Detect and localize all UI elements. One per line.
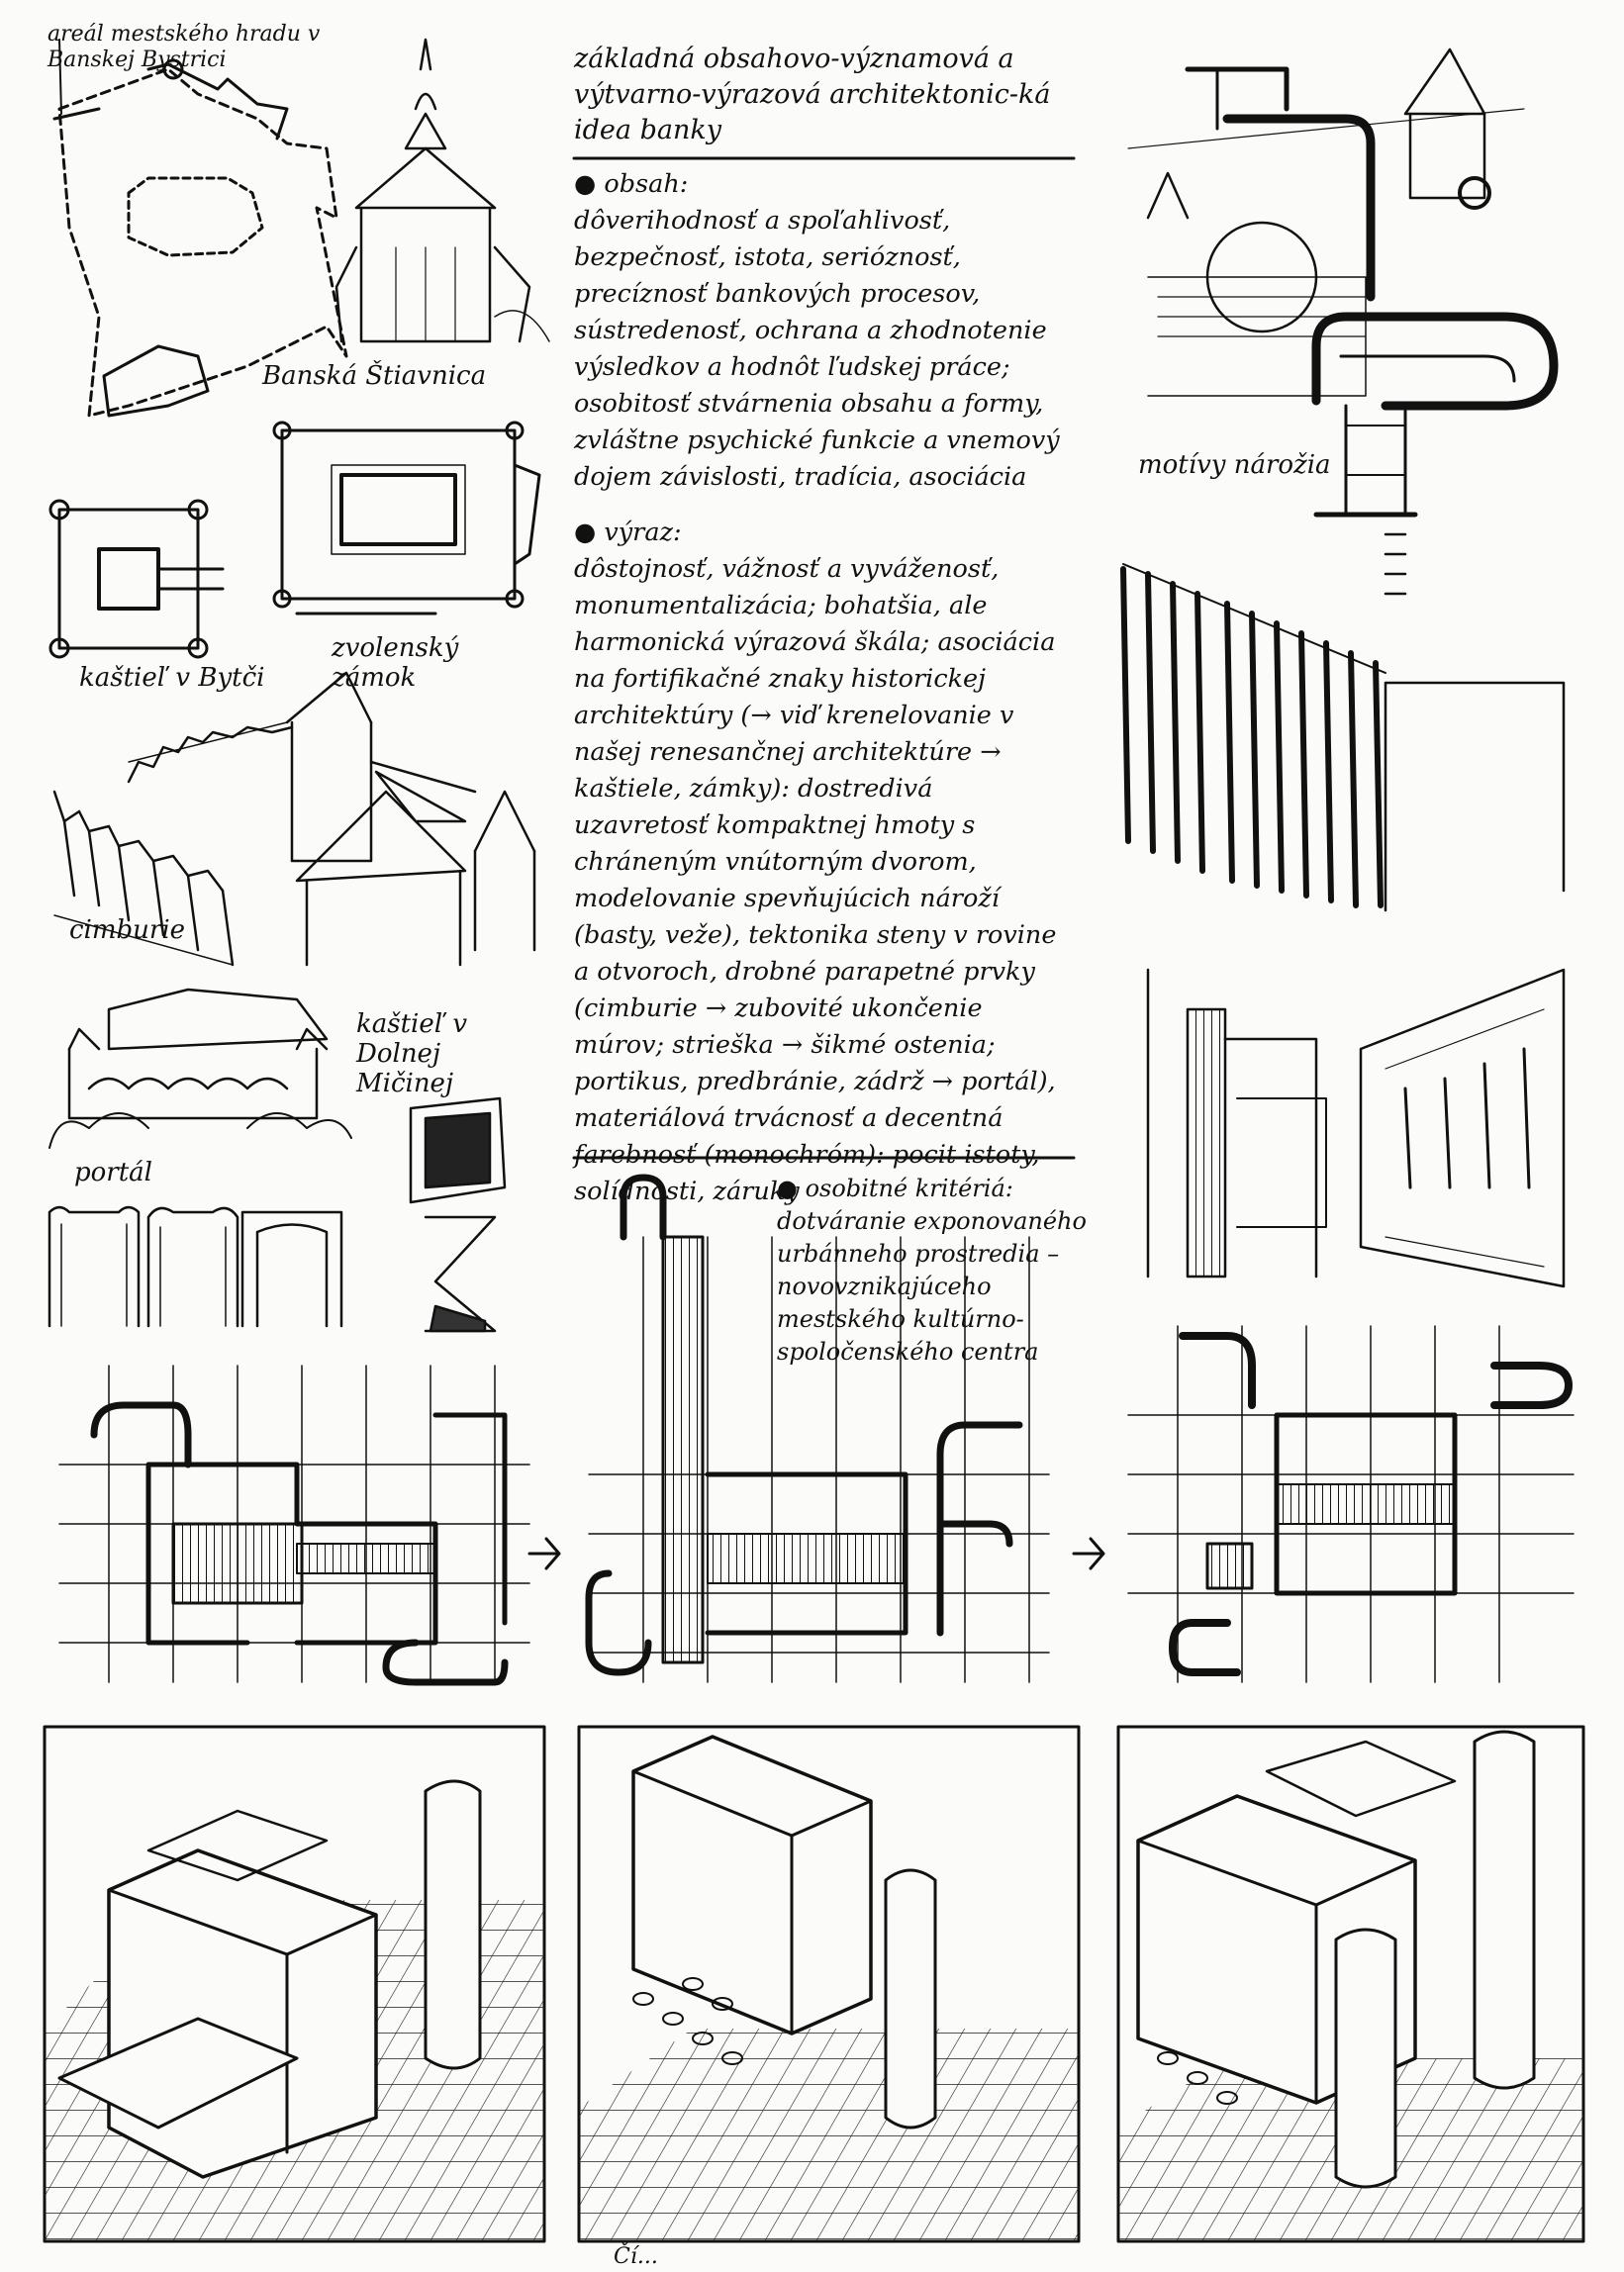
label-kastiel-bytca: kaštieľ v Bytči [79, 663, 265, 693]
axonometric-3 [1116, 1725, 1585, 2243]
zvolen-castle-view [128, 671, 536, 967]
axonometric-1 [43, 1725, 546, 2243]
criteria-section: ● osobitné kritériá: dotváranie exponova… [777, 1173, 1103, 1369]
obsah-title: obsah: [604, 169, 689, 199]
criteria-title: osobitné kritériá: [805, 1175, 1013, 1202]
bullet-icon: ● [574, 169, 605, 199]
obsah-section: ● obsah: dôverihodnosť a spoľahlivosť, b… [574, 166, 1074, 496]
arrow-2 [1072, 1537, 1105, 1570]
label-zvolensky-zamok: zvolenský zámok [332, 633, 459, 693]
criteria-body: dotváranie exponovaného urbánneho prostr… [777, 1207, 1087, 1366]
label-banska-stiavnica: Banská Štiavnica [262, 361, 487, 391]
castle-area-plan [52, 39, 348, 418]
plan-variant-1 [58, 1365, 530, 1686]
tower-sketch [334, 38, 550, 343]
hourglass-sketch [409, 1096, 507, 1333]
corner-motifs-sketch [1127, 47, 1559, 596]
arrow-1 [527, 1537, 561, 1570]
plan-variant-3 [1127, 1325, 1575, 1683]
bullet-icon: ● [574, 518, 605, 547]
label-kastiel-micina: kaštieľ v Dolnej Mičinej [356, 1009, 468, 1098]
main-heading: základná obsahovo-významová a výtvarno-v… [574, 44, 1051, 145]
bytca-plan [48, 499, 225, 659]
obsah-body: dôverihodnosť a spoľahlivosť, bezpečnosť… [574, 206, 1060, 492]
vyraz-section: ● výraz: dôstojnosť, vážnosť a vyváženos… [574, 515, 1074, 1210]
facade-section-sketch [1146, 968, 1566, 1288]
label-portal: portál [74, 1158, 152, 1187]
zvolen-plan [272, 421, 541, 615]
portal-sketches [48, 1205, 343, 1328]
plan-variant-2 [585, 1174, 1050, 1683]
label-motivy-naroza: motívy nárožia [1138, 450, 1331, 480]
vertical-fins-sketch [1120, 563, 1566, 912]
label-areal: areál mestského hradu v Banskej Bystrici [48, 22, 321, 72]
crenellation-sketch [52, 725, 294, 967]
label-cimburie: cimburie [69, 915, 186, 945]
bullet-icon: ● [777, 1175, 806, 1202]
axonometric-2 [577, 1725, 1081, 2243]
micina-manor-view [48, 988, 352, 1149]
vyraz-title: výraz: [604, 518, 682, 547]
label-bottom-note: Čí... [614, 2244, 658, 2269]
vyraz-body: dôstojnosť, vážnosť a vyváženosť, monume… [574, 554, 1057, 1206]
